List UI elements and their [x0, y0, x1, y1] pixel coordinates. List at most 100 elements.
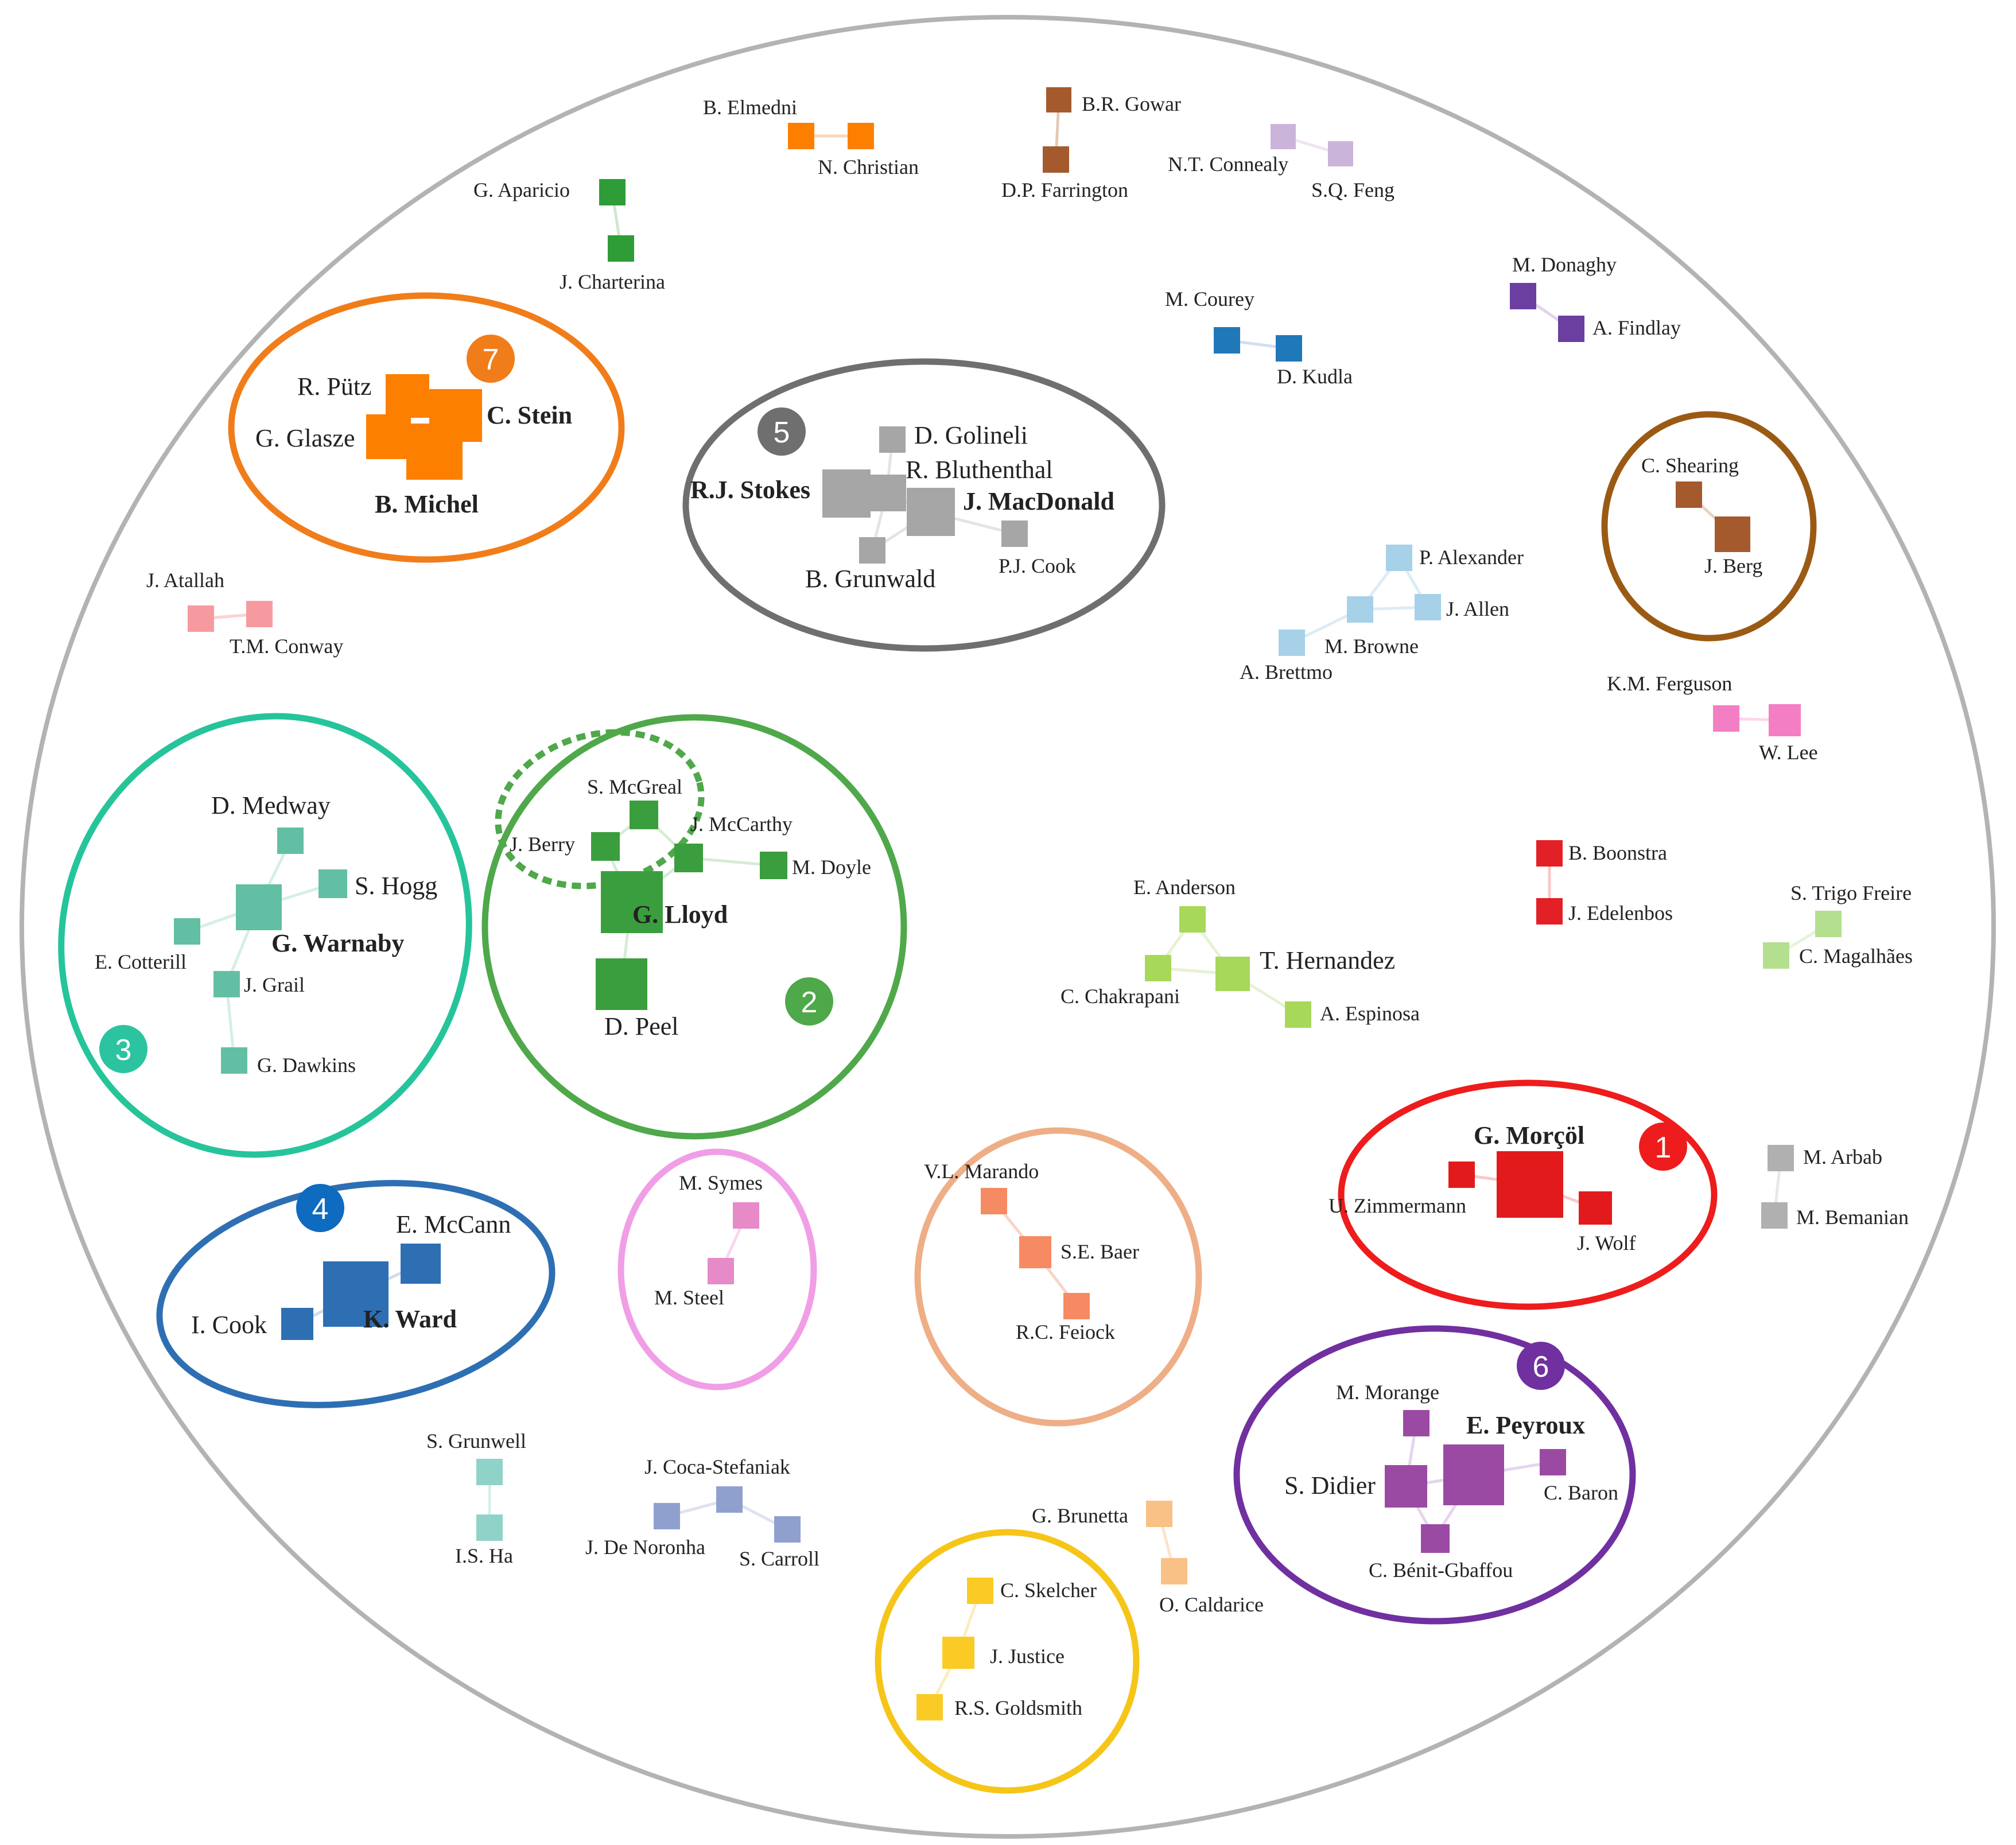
- node-s-hogg[interactable]: [318, 869, 347, 898]
- node-j-allen[interactable]: [1415, 594, 1441, 620]
- node-s-grunwell[interactable]: [476, 1459, 503, 1485]
- node-g-dawkins[interactable]: [221, 1047, 247, 1074]
- node-j-wolf[interactable]: [1579, 1191, 1612, 1225]
- node-dp-farrington[interactable]: [1043, 146, 1069, 173]
- label-d-kudla: D. Kudla: [1277, 365, 1353, 388]
- node-g-glasze[interactable]: [366, 414, 411, 459]
- node-j-edelenbos[interactable]: [1536, 898, 1563, 925]
- node-sq-feng[interactable]: [1328, 141, 1353, 166]
- node-d-golineli[interactable]: [879, 426, 906, 453]
- node-r-bluthenthal[interactable]: [869, 475, 906, 511]
- node-j-grail[interactable]: [213, 971, 240, 997]
- node-j-coca-stefaniak[interactable]: [716, 1486, 743, 1513]
- node-b-boonstra[interactable]: [1536, 840, 1563, 867]
- cluster-5-number: 5: [774, 416, 790, 449]
- node-n-christian[interactable]: [848, 123, 874, 149]
- node-t-hernandez[interactable]: [1215, 957, 1250, 991]
- label-j-macdonald: J. MacDonald: [963, 487, 1114, 515]
- node-r-putz[interactable]: [386, 374, 429, 418]
- label-g-warnaby: G. Warnaby: [271, 929, 404, 957]
- node-o-caldarice[interactable]: [1161, 1558, 1187, 1584]
- node-p-alexander[interactable]: [1386, 545, 1412, 571]
- node-e-peyroux[interactable]: [1443, 1444, 1504, 1505]
- node-is-ha[interactable]: [476, 1514, 503, 1541]
- node-vl-marando[interactable]: [981, 1188, 1007, 1214]
- node-m-donaghy[interactable]: [1510, 283, 1536, 309]
- cluster-4-outline: [156, 1180, 556, 1408]
- node-m-courey[interactable]: [1214, 327, 1240, 354]
- node-a-espinosa[interactable]: [1285, 1001, 1311, 1028]
- node-a-brettmo[interactable]: [1279, 630, 1305, 656]
- node-j-berry[interactable]: [591, 832, 620, 861]
- node-g-brunetta[interactable]: [1146, 1501, 1172, 1527]
- cluster-yellow-outline: [875, 1529, 1140, 1794]
- node-e-anderson[interactable]: [1179, 906, 1206, 933]
- node-s-mcgreal[interactable]: [630, 801, 658, 829]
- cluster-7-number: 7: [483, 343, 499, 376]
- node-rc-feiock[interactable]: [1063, 1293, 1090, 1319]
- node-b-grunwald[interactable]: [859, 537, 885, 564]
- node-s-carroll[interactable]: [774, 1516, 801, 1543]
- node-m-bemanian[interactable]: [1761, 1202, 1788, 1229]
- node-a-findlay[interactable]: [1558, 316, 1584, 342]
- node-se-baer[interactable]: [1019, 1236, 1051, 1268]
- label-rj-stokes: R.J. Stokes: [690, 476, 810, 504]
- node-c-benit-gbaffou[interactable]: [1421, 1524, 1450, 1553]
- node-i-cook[interactable]: [281, 1308, 313, 1340]
- node-c-skelcher[interactable]: [967, 1578, 993, 1604]
- node-m-symes[interactable]: [733, 1202, 759, 1229]
- node-b-michel[interactable]: [406, 424, 463, 480]
- label-g-lloyd: G. Lloyd: [632, 900, 728, 929]
- node-km-ferguson[interactable]: [1713, 705, 1739, 732]
- label-j-charterina: J. Charterina: [560, 270, 665, 293]
- node-m-steel[interactable]: [708, 1258, 734, 1284]
- node-rj-stokes[interactable]: [822, 469, 871, 518]
- label-vl-marando: V.L. Marando: [924, 1160, 1039, 1183]
- label-m-symes: M. Symes: [679, 1171, 763, 1194]
- label-j-wolf: J. Wolf: [1577, 1232, 1636, 1254]
- node-j-atallah[interactable]: [188, 605, 214, 632]
- node-m-doyle[interactable]: [760, 852, 787, 879]
- node-g-morcol[interactable]: [1497, 1151, 1563, 1218]
- label-c-baron: C. Baron: [1544, 1481, 1618, 1504]
- node-e-mccann[interactable]: [401, 1244, 441, 1284]
- node-m-arbab[interactable]: [1768, 1145, 1794, 1171]
- node-j-berg[interactable]: [1715, 516, 1750, 552]
- node-c-baron[interactable]: [1540, 1449, 1566, 1475]
- node-s-didier[interactable]: [1385, 1465, 1427, 1508]
- node-br-gowar[interactable]: [1046, 87, 1071, 112]
- node-u-zimmermann[interactable]: [1448, 1162, 1475, 1188]
- cluster-1-number: 1: [1655, 1131, 1672, 1164]
- node-g-aparicio[interactable]: [599, 179, 626, 205]
- node-e-cotterill[interactable]: [174, 918, 200, 945]
- node-c-chakrapani[interactable]: [1145, 955, 1171, 981]
- node-m-morange[interactable]: [1403, 1410, 1430, 1436]
- node-m-browne[interactable]: [1347, 596, 1373, 623]
- node-j-mccarthy[interactable]: [674, 844, 703, 872]
- node-g-lloyd[interactable]: [601, 871, 663, 933]
- node-d-medway[interactable]: [277, 828, 304, 854]
- node-c-magalhaes[interactable]: [1763, 942, 1789, 969]
- node-g-warnaby[interactable]: [236, 884, 282, 930]
- label-m-donaghy: M. Donaghy: [1512, 253, 1617, 276]
- node-j-macdonald[interactable]: [907, 488, 955, 536]
- node-k-ward[interactable]: [323, 1261, 389, 1327]
- label-se-baer: S.E. Baer: [1061, 1240, 1139, 1263]
- node-j-charterina[interactable]: [608, 235, 634, 262]
- label-u-zimmermann: U. Zimmermann: [1329, 1194, 1466, 1217]
- node-pj-cook[interactable]: [1001, 521, 1028, 547]
- node-b-elmedni[interactable]: [788, 123, 814, 149]
- node-w-lee[interactable]: [1769, 704, 1801, 736]
- cluster-salmon-outline: [914, 1127, 1202, 1427]
- node-rs-goldsmith[interactable]: [916, 1694, 943, 1720]
- node-s-trigo-freire[interactable]: [1815, 911, 1842, 937]
- node-d-kudla[interactable]: [1276, 335, 1302, 362]
- node-j-de-noronha[interactable]: [654, 1503, 680, 1529]
- label-b-michel: B. Michel: [375, 490, 479, 518]
- node-tm-conway[interactable]: [246, 601, 273, 627]
- node-c-shearing[interactable]: [1676, 481, 1702, 508]
- node-nt-connealy[interactable]: [1271, 124, 1296, 149]
- node-d-peel[interactable]: [596, 958, 647, 1010]
- cluster-5-badge: 5: [758, 407, 806, 456]
- node-j-justice[interactable]: [942, 1637, 974, 1669]
